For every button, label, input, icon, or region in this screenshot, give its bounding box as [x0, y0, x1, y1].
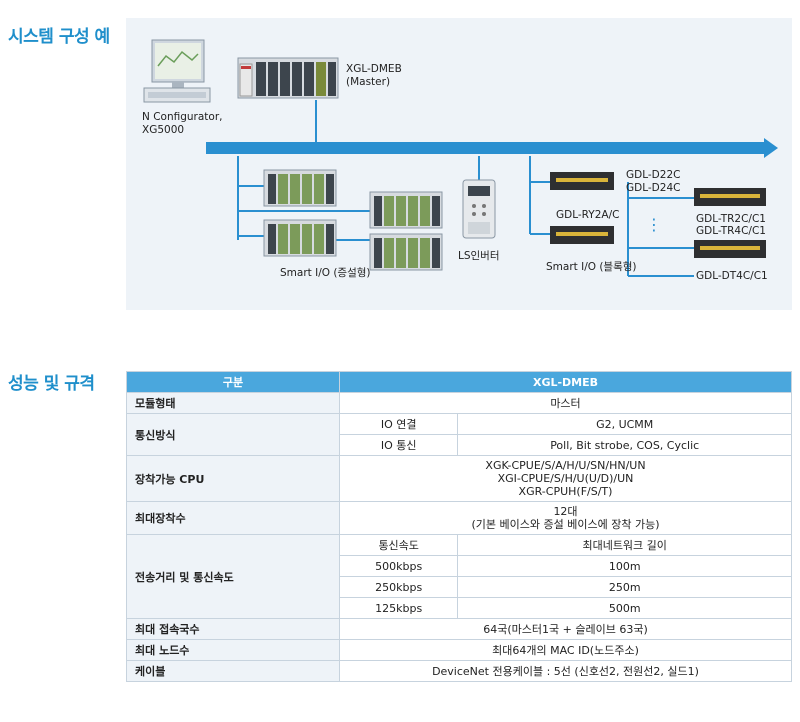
master-label-2: (Master): [346, 76, 390, 88]
cell-value: 500m: [457, 597, 792, 619]
cell-value: 100m: [457, 555, 792, 577]
gdl-tr4c-label: GDL-TR4C/C1: [696, 225, 766, 237]
gdl-tr2c-label: GDL-TR2C/C1: [696, 213, 766, 225]
gdl-ry2a-label: GDL-RY2A/C: [556, 209, 619, 221]
smart-io-block-label: Smart I/O (블록형): [546, 261, 637, 273]
cell-value: 125kbps: [338, 597, 459, 619]
pc-label-1: N Configurator,: [142, 111, 222, 123]
pc-icon: [143, 39, 211, 103]
row-label: 케이블: [126, 660, 340, 682]
more-devices-dots: ⋮: [646, 215, 662, 234]
cell-value: XGK-CPUE/S/A/H/U/SN/HN/UN XGI-CPUE/S/H/U…: [339, 455, 792, 502]
cell-value: 250m: [457, 576, 792, 598]
pc-label-2: XG5000: [142, 124, 184, 136]
row-label: 장착가능 CPU: [126, 455, 340, 502]
smart-io-expansion-label: Smart I/O (증설형): [280, 267, 371, 279]
table-row: IO 통신 Poll, Bit strobe, COS, Cyclic: [127, 434, 792, 456]
row-label: 최대장착수: [126, 501, 340, 535]
cell-value: IO 통신: [338, 434, 459, 456]
table-row: 최대 노드수 최대64개의 MAC ID(노드주소): [126, 639, 792, 661]
table-row: 전송거리 및 통신속도 통신속도 최대네트워크 길이: [126, 534, 792, 619]
cpu-line: XGK-CPUE/S/A/H/U/SN/HN/UN: [485, 459, 646, 472]
table-row: 케이블 DeviceNet 전용케이블 : 5선 (신호선2, 전원선2, 실드…: [126, 660, 792, 682]
table-row: 모듈형태 마스터: [126, 392, 792, 414]
cell-value: DeviceNet 전용케이블 : 5선 (신호선2, 전원선2, 실드1): [339, 660, 792, 682]
gdl-d22c-label: GDL-D22C: [626, 169, 680, 181]
cell-value: 64국(마스터1국 + 슬레이브 63국): [339, 618, 792, 640]
cell-value: IO 연결: [338, 413, 459, 435]
spec-table: 구분 XGL-DMEB 모듈형태 마스터 통신방식 IO 연결 G2, UCMM…: [126, 371, 792, 682]
row-label: 전송거리 및 통신속도: [126, 534, 340, 619]
cell-value: 500kbps: [338, 555, 459, 577]
cell-value: G2, UCMM: [457, 413, 792, 435]
cell-value: 통신속도: [338, 534, 459, 556]
table-row: 125kbps 500m: [127, 597, 792, 619]
header-category: 구분: [126, 371, 340, 393]
row-label: 최대 노드수: [126, 639, 340, 661]
mount-line: 12대: [553, 505, 578, 518]
cell-value: 12대 (기본 베이스와 증설 베이스에 장착 가능): [339, 501, 792, 535]
cell-value: 최대64개의 MAC ID(노드주소): [339, 639, 792, 661]
network-bus-arrow: [206, 138, 778, 158]
row-label: 통신방식: [126, 413, 340, 456]
row-label: 최대 접속국수: [126, 618, 340, 640]
cell-value: Poll, Bit strobe, COS, Cyclic: [457, 434, 792, 456]
cpu-line: XGI-CPUE/S/H/U(U/D)/UN: [497, 472, 634, 485]
smart-io-expansion-4: [369, 233, 443, 271]
smart-io-expansion-3: [263, 219, 337, 257]
master-plc-icon: [237, 57, 339, 99]
table-header-row: 구분 XGL-DMEB: [126, 371, 792, 393]
network-lines: [237, 100, 694, 277]
cell-value: 250kbps: [338, 576, 459, 598]
table-row: 통신방식 IO 연결 G2, UCMM: [126, 413, 792, 456]
inverter-icon: [462, 179, 496, 239]
row-label: 모듈형태: [126, 392, 340, 414]
gdl-dt4c-label: GDL-DT4C/C1: [696, 270, 768, 282]
cell-value: 최대네트워크 길이: [457, 534, 792, 556]
system-diagram: N Configurator, XG5000 XGL-DMEB (Master): [126, 18, 792, 310]
mount-line: (기본 베이스와 증설 베이스에 장착 가능): [471, 518, 660, 531]
smart-io-expansion-2: [369, 191, 443, 229]
table-row: 최대 접속국수 64국(마스터1국 + 슬레이브 63국): [126, 618, 792, 640]
gdl-block-d22c: [550, 172, 614, 190]
gdl-block-ry2a: [550, 226, 614, 244]
performance-spec-title: 성능 및 규격: [8, 374, 95, 394]
table-row: 장착가능 CPU XGK-CPUE/S/A/H/U/SN/HN/UN XGI-C…: [126, 455, 792, 502]
table-row: 최대장착수 12대 (기본 베이스와 증설 베이스에 장착 가능): [126, 501, 792, 535]
header-product: XGL-DMEB: [339, 371, 792, 393]
inverter-label: LS인버터: [458, 250, 500, 262]
gdl-d24c-label: GDL-D24C: [626, 182, 680, 194]
cpu-line: XGR-CPUH(F/S/T): [518, 485, 613, 498]
cell-value: 마스터: [339, 392, 792, 414]
gdl-block-tr2c: [694, 188, 766, 206]
gdl-block-dt4c: [694, 240, 766, 258]
master-label-1: XGL-DMEB: [346, 63, 402, 75]
smart-io-expansion-1: [263, 169, 337, 207]
system-config-title: 시스템 구성 예: [8, 27, 110, 47]
